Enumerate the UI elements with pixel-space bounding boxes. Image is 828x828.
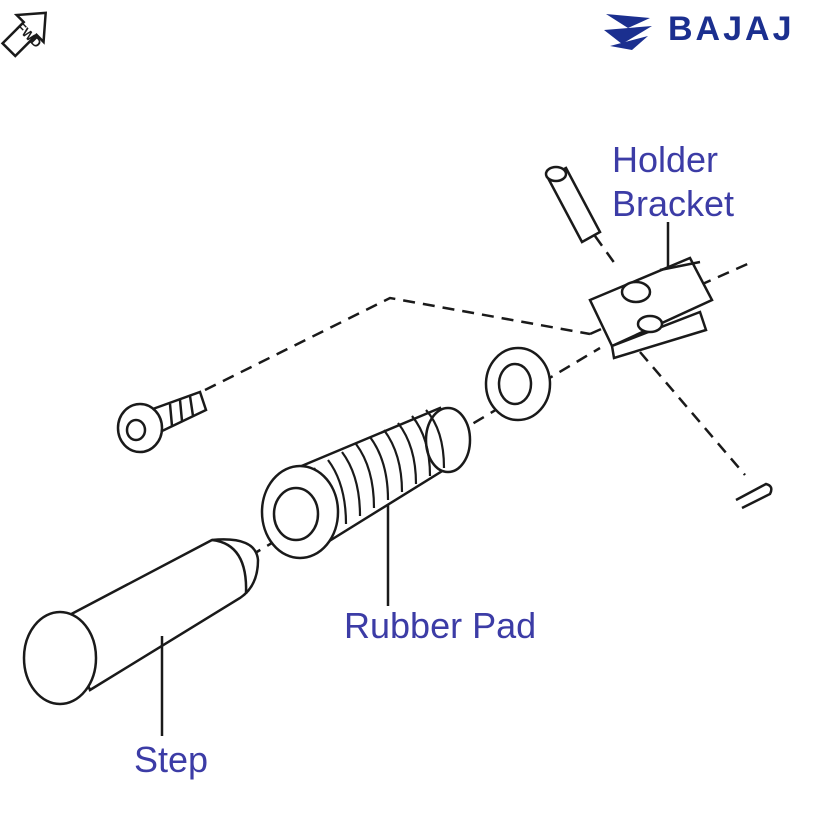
label-holder-bracket-line2: Bracket xyxy=(612,183,735,224)
leader-lines xyxy=(160,222,670,736)
cotter-pin-part xyxy=(735,482,773,510)
label-holder-bracket-line1: Holder xyxy=(612,139,719,180)
label-holder-bracket: Holder Bracket xyxy=(612,138,734,226)
bajaj-swirl-logo xyxy=(604,14,652,50)
step-part xyxy=(22,538,260,706)
label-rubber-pad: Rubber Pad xyxy=(344,605,537,646)
brand-name: BAJAJ xyxy=(668,10,795,48)
pin-part xyxy=(544,165,602,244)
forward-arrow-icon: FWD xyxy=(0,11,48,58)
holder-bracket-part xyxy=(588,256,714,360)
bolt xyxy=(116,390,208,454)
label-step: Step xyxy=(134,739,209,780)
washer xyxy=(484,346,552,422)
rubber-pad-part xyxy=(260,406,472,560)
